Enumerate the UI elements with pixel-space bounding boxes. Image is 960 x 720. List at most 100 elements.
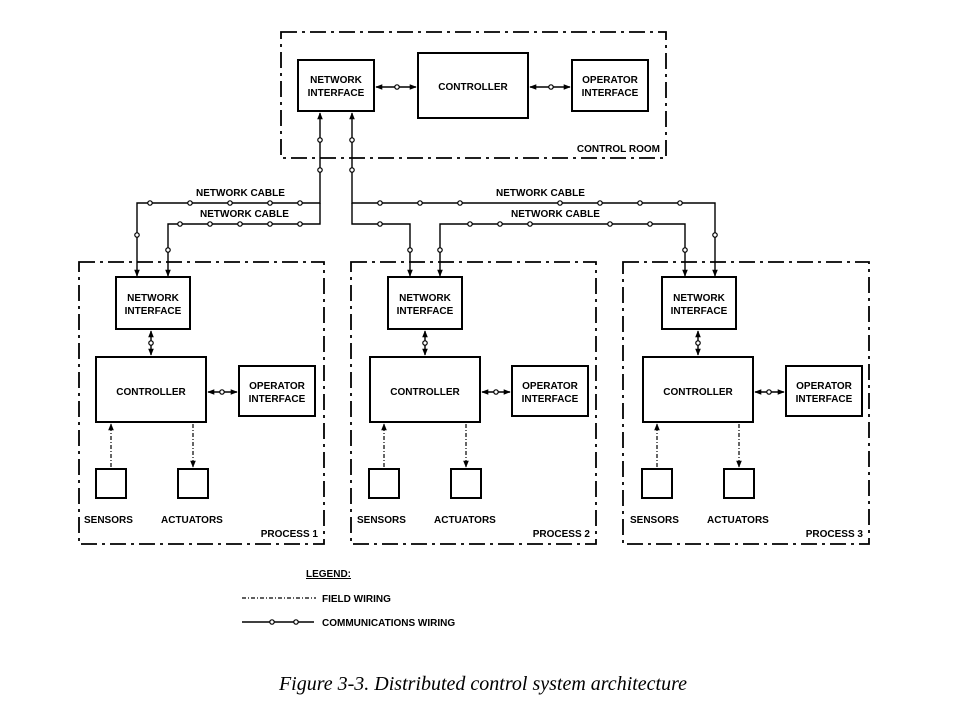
process-1-operator-interface-line2: INTERFACE: [249, 394, 306, 405]
comm-dot: [377, 221, 383, 227]
process-3-network-interface-box: [661, 276, 737, 330]
comm-dot: [349, 137, 355, 143]
process-3-label: PROCESS 3: [806, 529, 864, 540]
control-room-network-interface-line1: NETWORK: [310, 75, 362, 86]
comm-dot: [177, 221, 183, 227]
comm-dot: [677, 200, 683, 206]
network-cable-label: NETWORK CABLE: [196, 188, 285, 199]
network-cable-label: NETWORK CABLE: [496, 188, 585, 199]
process-2-operator-interface-line2: INTERFACE: [522, 394, 579, 405]
control-room-network-interface-line2: INTERFACE: [308, 88, 365, 99]
process-2-controller-operator-dot: [493, 389, 499, 395]
process-3-actuator-box: [723, 468, 755, 499]
process-2-sensor-box: [368, 468, 400, 499]
process-1-controller-box: [95, 356, 207, 423]
network-cable-d: [437, 223, 688, 277]
legend: LEGEND: FIELD WIRING COMMUNICATIONS WIRI…: [242, 569, 455, 629]
control-room-controller-box: [417, 52, 529, 119]
comm-dot: [467, 221, 473, 227]
process-2-controller-label: CONTROLLER: [390, 387, 460, 398]
process-3-sensor-box: [641, 468, 673, 499]
cr-ni-controller-dot: [394, 84, 400, 90]
process-3: NETWORK INTERFACE CONTROLLER OPERATOR IN…: [622, 261, 870, 545]
process-2-operator-interface-line1: OPERATOR: [522, 381, 579, 392]
comm-dot: [457, 200, 463, 206]
process-2-network-interface-box: [387, 276, 463, 330]
legend-communications-wiring-label: COMMUNICATIONS WIRING: [322, 618, 455, 629]
process-1-label: PROCESS 1: [261, 529, 319, 540]
process-1: NETWORK INTERFACE CONTROLLER OPERATOR IN…: [78, 261, 325, 545]
process-3-controller-box: [642, 356, 754, 423]
control-room-label: CONTROL ROOM: [577, 144, 660, 155]
process-1-sensors-label: SENSORS: [84, 515, 133, 526]
process-1-network-interface-line2: INTERFACE: [125, 306, 182, 317]
process-1-actuator-box: [177, 468, 209, 499]
process-2-actuators-label: ACTUATORS: [434, 515, 496, 526]
comm-dot: [134, 232, 140, 238]
comm-dot: [647, 221, 653, 227]
comm-dot: [437, 247, 443, 253]
process-1-controller-label: CONTROLLER: [116, 387, 186, 398]
comm-dot: [317, 167, 323, 173]
process-2-network-interface-line2: INTERFACE: [397, 306, 454, 317]
process-2: NETWORK INTERFACE CONTROLLER OPERATOR IN…: [350, 261, 597, 545]
network-cable-label: NETWORK CABLE: [511, 209, 600, 220]
comm-dot: [297, 221, 303, 227]
control-room-controller-label: CONTROLLER: [438, 82, 508, 93]
process-2-network-interface-line1: NETWORK: [399, 293, 451, 304]
control-room-operator-interface-line1: OPERATOR: [582, 75, 639, 86]
process-1-sensor-box: [95, 468, 127, 499]
legend-title: LEGEND:: [306, 569, 351, 580]
process-3-ni-controller-dot: [695, 340, 701, 346]
cr-controller-operator-dot: [548, 84, 554, 90]
legend-field-wiring-label: FIELD WIRING: [322, 594, 391, 605]
process-1-operator-interface-line1: OPERATOR: [249, 381, 306, 392]
process-3-actuators-label: ACTUATORS: [707, 515, 769, 526]
process-3-controller-label: CONTROLLER: [663, 387, 733, 398]
comm-dot: [557, 200, 563, 206]
process-1-ni-controller-dot: [148, 340, 154, 346]
process-2-boundary: [350, 261, 597, 545]
process-1-network-interface-line1: NETWORK: [127, 293, 179, 304]
comm-dot: [147, 200, 153, 206]
comm-dot: [267, 200, 273, 206]
process-2-controller-box: [369, 356, 481, 423]
process-3-controller-operator-dot: [766, 389, 772, 395]
comm-dot: [317, 137, 323, 143]
comm-dot: [227, 200, 233, 206]
comm-dot: [297, 200, 303, 206]
comm-dot: [527, 221, 533, 227]
network-cable-b: [349, 112, 718, 277]
network-cables: NETWORK CABLE NETWORK CABLE NETWORK CABL…: [134, 112, 718, 277]
comm-dot: [417, 200, 423, 206]
comm-dot: [349, 167, 355, 173]
process-1-actuators-label: ACTUATORS: [161, 515, 223, 526]
legend-comm-dot: [269, 619, 275, 625]
control-room: NETWORK INTERFACE CONTROLLER OPERATOR IN…: [280, 31, 667, 159]
process-3-network-interface-line1: NETWORK: [673, 293, 725, 304]
process-1-network-interface-box: [115, 276, 191, 330]
comm-dot: [165, 247, 171, 253]
control-room-network-interface-box: [297, 59, 375, 112]
process-3-operator-interface-line1: OPERATOR: [796, 381, 853, 392]
comm-dot: [267, 221, 273, 227]
process-1-boundary: [78, 261, 325, 545]
process-2-label: PROCESS 2: [533, 529, 591, 540]
process-1-operator-interface-box: [238, 365, 316, 417]
comm-dot: [607, 221, 613, 227]
process-3-network-interface-line2: INTERFACE: [671, 306, 728, 317]
process-3-boundary: [622, 261, 870, 545]
control-room-operator-interface-box: [571, 59, 649, 112]
comm-dot: [207, 221, 213, 227]
process-2-ni-controller-dot: [422, 340, 428, 346]
comm-dot: [187, 200, 193, 206]
process-2-actuator-box: [450, 468, 482, 499]
comm-dot: [712, 232, 718, 238]
network-cable-b-drop-p2: [351, 203, 413, 277]
comm-dot: [237, 221, 243, 227]
comm-dot: [377, 200, 383, 206]
process-2-sensors-label: SENSORS: [357, 515, 406, 526]
control-room-operator-interface-line2: INTERFACE: [582, 88, 639, 99]
comm-dot: [407, 247, 413, 253]
